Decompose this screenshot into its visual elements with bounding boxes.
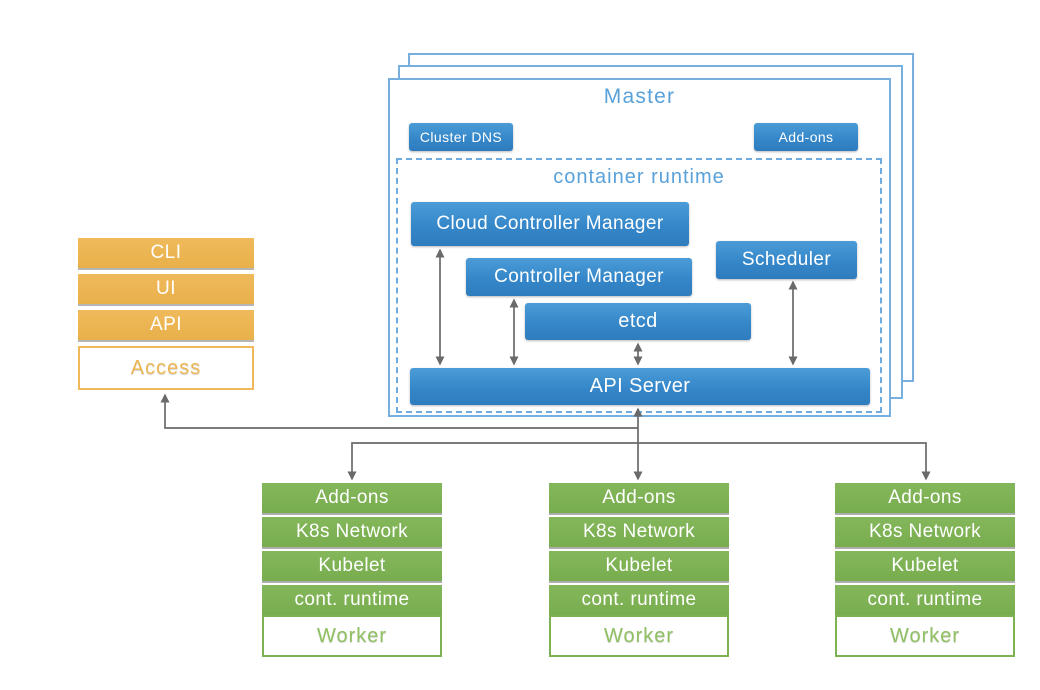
cloud-controller-manager-box: Cloud Controller Manager <box>411 202 689 246</box>
api-server-box: API Server <box>410 368 870 405</box>
access-row-cli: CLI <box>78 238 254 268</box>
container-runtime-box: container runtime Cloud Controller Manag… <box>396 158 882 413</box>
access-footer-label: Access <box>78 346 254 390</box>
worker-stack-2: Add-ons K8s Network Kubelet cont. runtim… <box>549 483 729 657</box>
worker-row-kubelet: Kubelet <box>549 551 729 581</box>
master-box: Master Cluster DNS Add-ons container run… <box>388 78 891 417</box>
access-row-ui: UI <box>78 274 254 304</box>
etcd-box: etcd <box>525 303 751 340</box>
worker-row-kubelet: Kubelet <box>835 551 1015 581</box>
worker-row-addons: Add-ons <box>262 483 442 513</box>
worker-row-cont-runtime: cont. runtime <box>262 585 442 615</box>
worker-row-k8s-network: K8s Network <box>262 517 442 547</box>
master-addons-box: Add-ons <box>754 123 858 151</box>
worker-footer-label: Worker <box>262 615 442 657</box>
worker-stack-3: Add-ons K8s Network Kubelet cont. runtim… <box>835 483 1015 657</box>
access-row-api: API <box>78 310 254 340</box>
worker-row-cont-runtime: cont. runtime <box>549 585 729 615</box>
access-stack: CLI UI API Access <box>78 238 254 390</box>
worker-row-addons: Add-ons <box>835 483 1015 513</box>
arrow-apiserver-worker1-worker3 <box>347 442 931 481</box>
worker-row-kubelet: Kubelet <box>262 551 442 581</box>
worker-row-cont-runtime: cont. runtime <box>835 585 1015 615</box>
worker-row-addons: Add-ons <box>549 483 729 513</box>
controller-manager-box: Controller Manager <box>466 258 692 296</box>
master-title: Master <box>603 85 676 108</box>
worker-stack-1: Add-ons K8s Network Kubelet cont. runtim… <box>262 483 442 657</box>
cluster-dns-box: Cluster DNS <box>409 123 513 151</box>
container-runtime-title: container runtime <box>553 166 725 188</box>
worker-footer-label: Worker <box>549 615 729 657</box>
worker-row-k8s-network: K8s Network <box>835 517 1015 547</box>
scheduler-box: Scheduler <box>716 241 857 279</box>
worker-row-k8s-network: K8s Network <box>549 517 729 547</box>
worker-footer-label: Worker <box>835 615 1015 657</box>
